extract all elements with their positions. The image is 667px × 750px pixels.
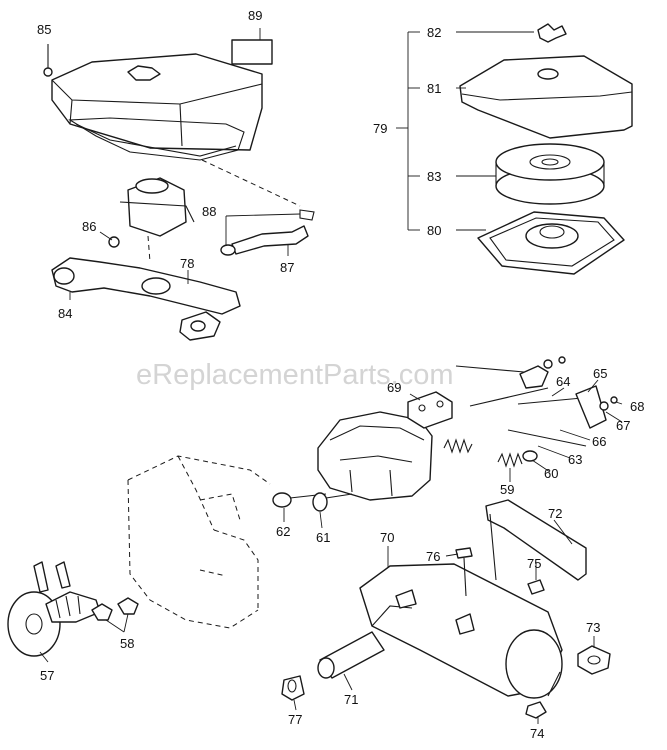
engine-block-outline	[127, 455, 271, 629]
callout-75: 75	[527, 556, 541, 571]
callout-83: 83	[427, 169, 441, 184]
callout-59: 59	[500, 482, 514, 497]
callout-74: 74	[530, 726, 544, 741]
callout-63: 63	[568, 452, 582, 467]
callout-78: 78	[180, 256, 194, 271]
callout-77: 77	[288, 712, 302, 727]
callout-87: 87	[280, 260, 294, 275]
callout-65: 65	[593, 366, 607, 381]
callout-68: 68	[630, 399, 644, 414]
callout-72: 72	[548, 506, 562, 521]
callout-82: 82	[427, 25, 441, 40]
callout-57: 57	[40, 668, 54, 683]
watermark-text: eReplacementParts.com	[136, 359, 454, 391]
callout-labels: 85 89 86 88 78 87 84 82 81 79 83 80 69 6…	[37, 8, 644, 741]
carburetor-and-manifold	[51, 177, 315, 341]
callout-60: 60	[544, 466, 558, 481]
callout-67: 67	[616, 418, 630, 433]
callout-80: 80	[427, 223, 441, 238]
callout-86: 86	[82, 219, 96, 234]
callout-73: 73	[586, 620, 600, 635]
callout-71: 71	[344, 692, 358, 707]
muffler-assembly	[281, 499, 611, 719]
callout-69: 69	[387, 380, 401, 395]
callout-70: 70	[380, 530, 394, 545]
callout-84: 84	[58, 306, 72, 321]
callout-79: 79	[373, 121, 387, 136]
callout-66: 66	[592, 434, 606, 449]
callout-89: 89	[248, 8, 262, 23]
air-cleaner-assembly-left	[43, 39, 301, 207]
governor-linkage-assembly	[272, 356, 618, 512]
callout-58: 58	[120, 636, 134, 651]
leader-lines	[39, 28, 623, 724]
callout-76: 76	[426, 549, 440, 564]
callout-88: 88	[202, 204, 216, 219]
air-cleaner-assembly-right	[396, 23, 633, 275]
flywheel-and-keys	[7, 561, 139, 657]
callout-64: 64	[556, 374, 570, 389]
callout-61: 61	[316, 530, 330, 545]
callout-81: 81	[427, 81, 441, 96]
callout-62: 62	[276, 524, 290, 539]
callout-85: 85	[37, 22, 51, 37]
